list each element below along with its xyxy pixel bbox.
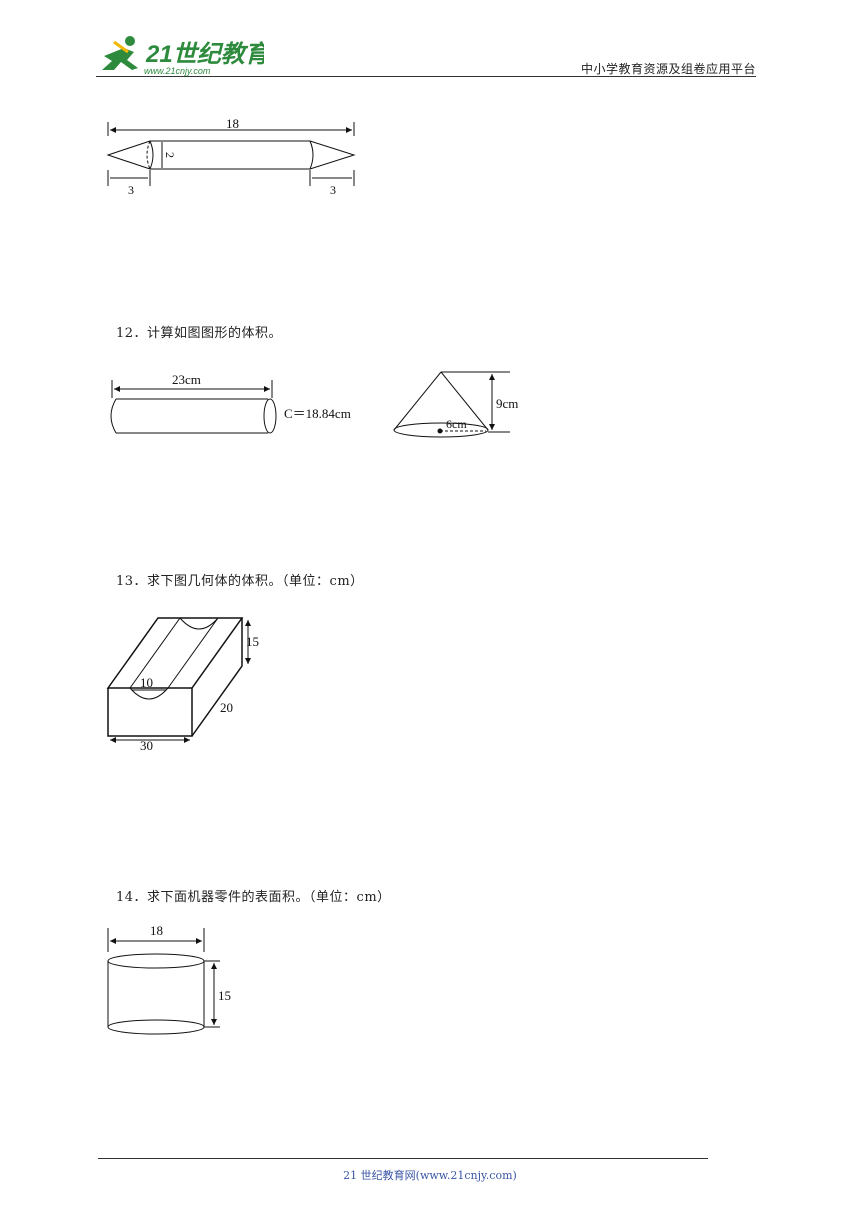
pencil-length-label: 18	[226, 116, 239, 131]
question-12-text: 12．计算如图图形的体积。	[116, 326, 283, 341]
pencil-figure: 18 2 3 3	[100, 114, 370, 202]
q14-height-label: 15	[218, 988, 231, 1003]
footer-link[interactable]: 21 世纪教育网(www.21cnjy.com)	[343, 1169, 517, 1182]
pencil-diameter-label: 2	[163, 152, 177, 158]
q13-depth-label: 20	[220, 700, 233, 715]
site-logo: 21世纪教育 www.21cnjy.com	[94, 34, 273, 78]
footer-divider	[98, 1158, 708, 1159]
runner-logo-icon	[102, 36, 138, 70]
q13-width-label: 30	[140, 738, 153, 753]
question-12-figure: 23cm C＝18.84cm 9cm 6cm	[100, 368, 530, 452]
q12-circumference: C＝18.84cm	[284, 406, 351, 421]
q12-cone-height: 9cm	[496, 396, 518, 411]
q13-groove-label: 10	[140, 675, 153, 690]
header-divider	[96, 76, 756, 77]
pencil-left-tip-label: 3	[128, 183, 134, 197]
q14-diameter-label: 18	[150, 923, 163, 938]
question-13-figure: 15 10 20 30	[100, 610, 280, 759]
pencil-right-tip-label: 3	[330, 183, 336, 197]
q12-cylinder-length: 23cm	[172, 372, 201, 387]
logo-text: 21世纪教育	[145, 41, 264, 68]
header-platform-text: 中小学教育资源及组卷应用平台	[580, 62, 756, 76]
question-14-text: 14．求下面机器零件的表面积。（单位：cm）	[116, 890, 391, 905]
logo-url: www.21cnjy.com	[144, 66, 211, 76]
q13-height-label: 15	[246, 634, 259, 649]
question-13-text: 13．求下图几何体的体积。（单位：cm）	[116, 574, 364, 589]
question-14-figure: 18 15	[100, 920, 240, 1046]
q12-cone-radius: 6cm	[446, 417, 467, 431]
